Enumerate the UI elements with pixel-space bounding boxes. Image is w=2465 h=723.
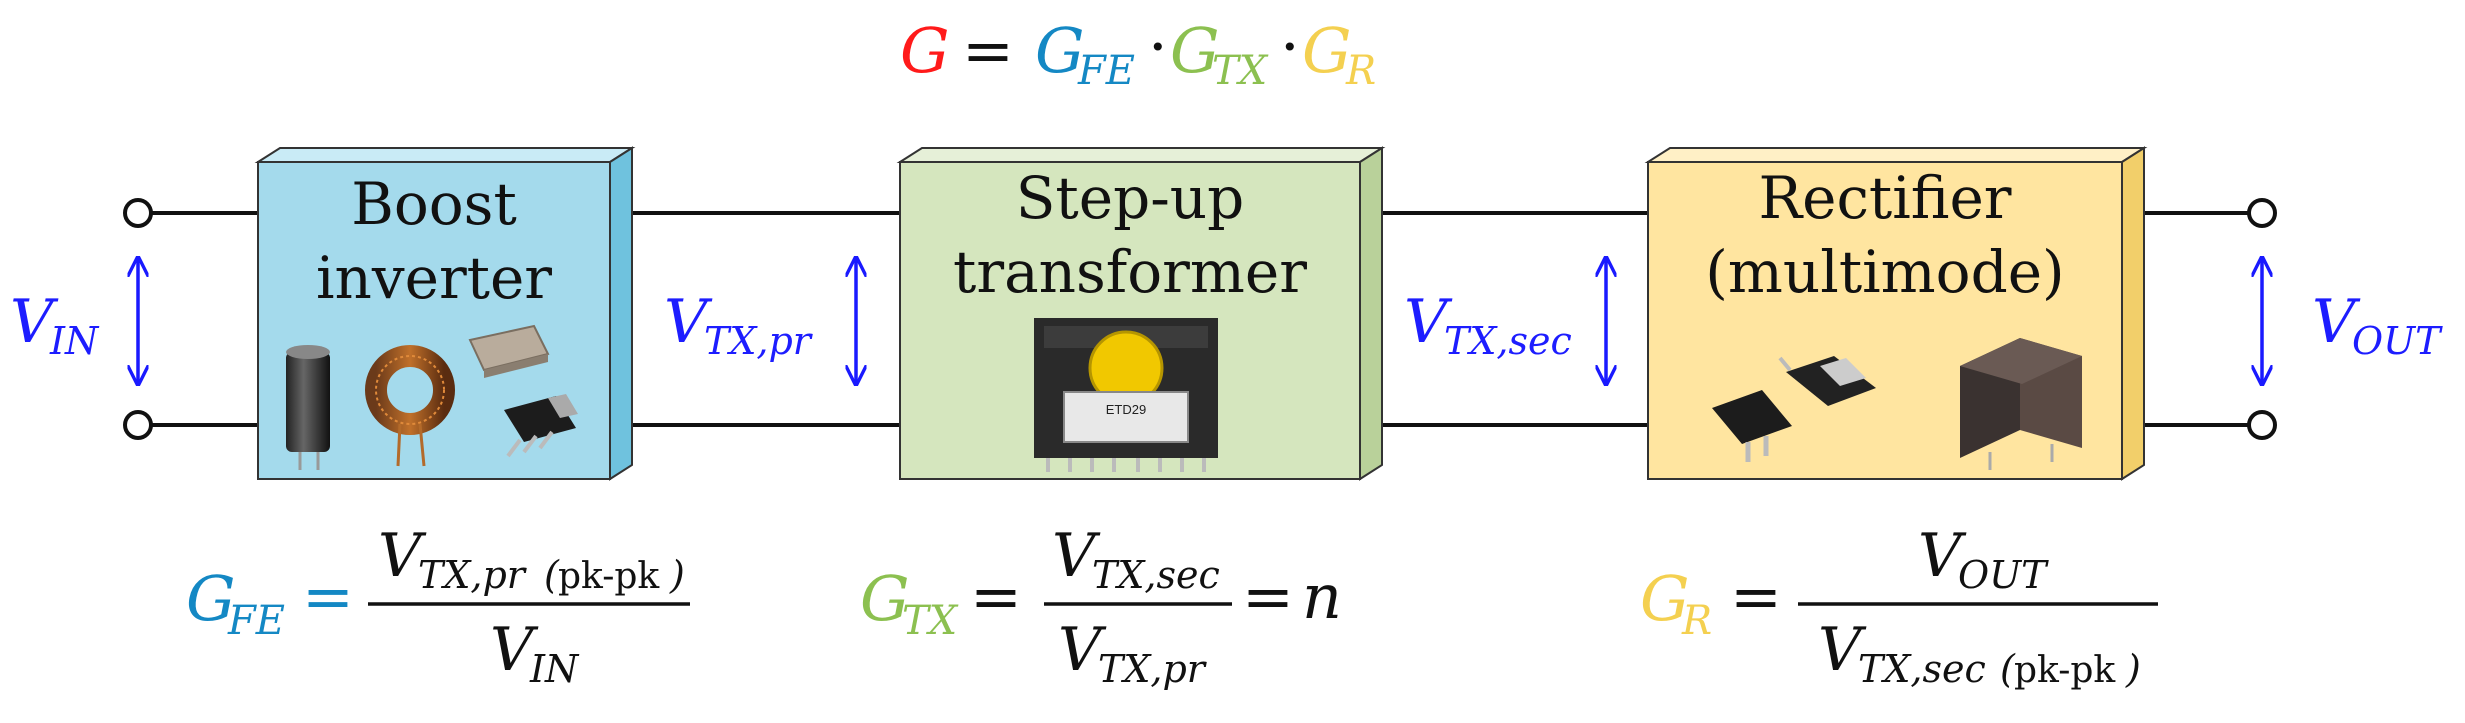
transformer-title-line1: Step-up <box>1016 164 1245 232</box>
gtx-equals-2: = <box>1242 560 1294 633</box>
vin-subscript: IN <box>49 319 100 363</box>
gtx-lhs-subscript: TX <box>902 598 959 644</box>
gr-equals: = <box>1730 560 1782 633</box>
gtx-num-subscript: TX,sec <box>1092 553 1220 597</box>
gfe-num-pkpk: pk-pk <box>558 556 660 597</box>
rectifier-title-line1: Rectifier <box>1758 164 2011 232</box>
gr-den-symbol: V <box>1818 615 1867 685</box>
gr-lhs-symbol: G <box>1640 562 1690 635</box>
multiply-dot: · <box>1148 10 1168 83</box>
transformer-block: Step-up transformer ETD29 <box>896 146 1386 481</box>
film-capacitor-icon <box>1960 338 2082 470</box>
vin-symbol: V <box>10 287 59 357</box>
gr-den-subscript: TX,sec <box>1858 647 1986 691</box>
gtx-den-symbol: V <box>1058 615 1107 685</box>
vtx-pr-symbol: V <box>664 287 713 357</box>
gfe-num-symbol: V <box>378 521 427 591</box>
vtx-sec-subscript: TX,sec <box>1444 319 1572 363</box>
voltage-labels: V IN V TX,pr V TX,sec V OUT <box>10 287 2443 363</box>
rectifier-title-line2: (multimode) <box>1705 238 2064 306</box>
d2pak-diode-icon <box>1778 356 1876 406</box>
gr-num-subscript: OUT <box>1958 553 2049 597</box>
gfe-num-subscript: TX,pr <box>418 553 528 597</box>
equals-sign: = <box>962 14 1014 87</box>
gfe-subscript: FE <box>1077 48 1135 94</box>
gr-den-paren-close: ) <box>2125 647 2141 691</box>
gfe-num-paren-close: ) <box>669 553 685 597</box>
dpak-diode-icon <box>1712 390 1792 462</box>
boost-inverter-block: Boost inverter <box>254 146 636 481</box>
vout-subscript: OUT <box>2352 319 2443 363</box>
boost-title-line1: Boost <box>351 170 517 238</box>
gtx-num-symbol: V <box>1052 521 1101 591</box>
etd29-transformer-icon: ETD29 <box>1034 318 1218 472</box>
terminals <box>123 198 2277 440</box>
toroidal-inductor-icon <box>365 345 455 467</box>
gr-lhs-subscript: R <box>1681 598 1712 644</box>
rectifier-block: Rectifier (multimode) <box>1644 146 2148 481</box>
gtx-turns-ratio: n <box>1302 560 1342 633</box>
gtx-subscript: TX <box>1212 48 1269 94</box>
gfe-den-subscript: IN <box>529 647 580 691</box>
gr-num-symbol: V <box>1918 521 1967 591</box>
output-terminal-top <box>2247 198 2277 228</box>
gfe-lhs-subscript: FE <box>227 598 285 644</box>
smd-capacitor-icon <box>468 324 550 378</box>
gfe-equation: G FE = V TX,pr ( pk-pk ) V IN <box>186 521 690 691</box>
gr-den-paren-open: ( <box>2000 647 2016 691</box>
transformer-core-label: ETD29 <box>1106 402 1146 417</box>
total-gain-equation: G = G FE · G TX · G R <box>900 10 1376 94</box>
gtx-lhs-symbol: G <box>860 562 910 635</box>
transformer-title-line2: transformer <box>953 238 1307 306</box>
gr-den-pkpk: pk-pk <box>2014 650 2116 691</box>
vout-symbol: V <box>2312 287 2361 357</box>
total-gain-symbol: G <box>900 14 950 87</box>
input-terminal-bottom <box>123 410 153 440</box>
gfe-equals: = <box>302 560 354 633</box>
boost-title-line2: inverter <box>316 244 552 312</box>
gfe-num-paren-open: ( <box>544 553 560 597</box>
gtx-equals: = <box>970 560 1022 633</box>
vtx-sec-symbol: V <box>1404 287 1453 357</box>
vtx-pr-subscript: TX,pr <box>704 319 814 363</box>
gfe-den-symbol: V <box>490 615 539 685</box>
gr-symbol: G <box>1302 14 1352 87</box>
wires <box>152 211 2248 427</box>
electrolytic-capacitor-icon <box>286 345 330 470</box>
gfe-lhs-symbol: G <box>186 562 236 635</box>
gr-equation: G R = V OUT V TX,sec ( pk-pk ) <box>1640 521 2158 691</box>
multiply-dot: · <box>1280 10 1300 83</box>
gr-subscript: R <box>1345 48 1376 94</box>
power-mosfet-icon <box>504 394 578 458</box>
voltage-arrows <box>138 258 2262 384</box>
gfe-symbol: G <box>1035 14 1085 87</box>
output-terminal-bottom <box>2247 410 2277 440</box>
gtx-den-subscript: TX,pr <box>1098 647 1208 691</box>
gtx-symbol: G <box>1170 14 1220 87</box>
gtx-equation: G TX = V TX,sec V TX,pr = n <box>860 521 1342 691</box>
input-terminal-top <box>123 198 153 228</box>
